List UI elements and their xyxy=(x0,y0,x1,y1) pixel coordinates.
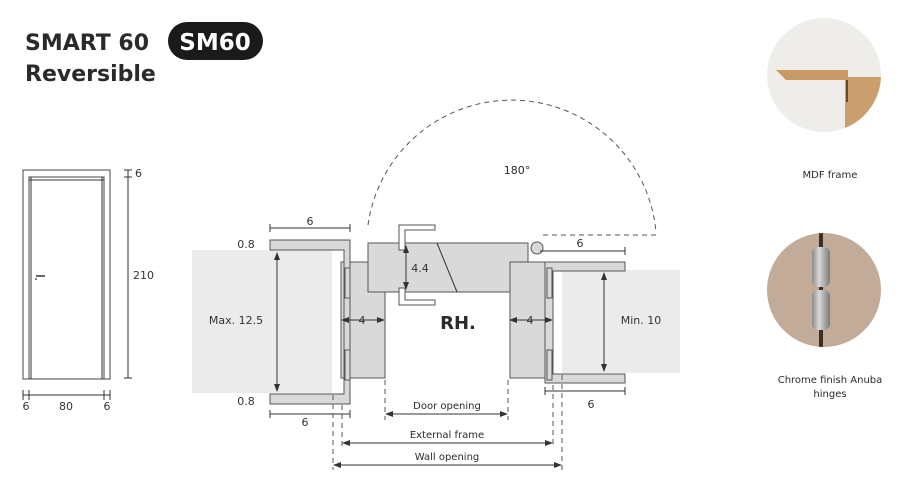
wall-opening-label: Wall opening xyxy=(415,452,480,463)
door-thickness-dim: 4.4 xyxy=(411,262,429,275)
right-jamb-dim: 4 xyxy=(527,314,534,327)
hinges-label-line1: Chrome finish Anuba xyxy=(778,375,883,386)
door-width-dim: 80 xyxy=(59,400,73,413)
right-bottom-dim: 6 xyxy=(588,398,595,411)
left-top-dim: 6 xyxy=(307,215,314,228)
left-frame-dim: 6 xyxy=(23,400,30,413)
left-top-thickness: 0.8 xyxy=(237,238,255,251)
mdf-frame-photo-icon xyxy=(767,18,881,132)
mdf-frame-label: MDF frame xyxy=(803,170,858,181)
left-jamb-dim: 4 xyxy=(359,314,366,327)
frame-cross-section: 180° 6 0.8 0.8 6 Max. 12.5 4 4.4 RH. xyxy=(192,99,680,470)
model-badge-label: SM60 xyxy=(179,30,250,56)
door-elevation: 6 210 6 80 6 xyxy=(22,167,154,413)
header: SMART 60 SM60 Reversible xyxy=(25,22,263,87)
feature-anuba-hinges: Chrome finish Anuba hinges xyxy=(767,233,883,400)
left-bottom-dim: 6 xyxy=(302,416,309,429)
right-top-dim: 6 xyxy=(577,237,584,250)
product-subtitle: Reversible xyxy=(25,62,156,87)
right-wall xyxy=(562,270,680,373)
door-leaf xyxy=(367,224,529,306)
wall-max-dim: Max. 12.5 xyxy=(209,314,263,327)
door-handle-icon xyxy=(35,275,45,280)
hinges-label-line2: hinges xyxy=(813,389,846,400)
model-badge xyxy=(168,22,263,60)
door-height-dim: 210 xyxy=(133,269,154,282)
left-wall xyxy=(192,250,332,393)
top-frame-dim: 6 xyxy=(135,167,142,180)
right-frame-dim: 6 xyxy=(104,400,111,413)
hinge-icon xyxy=(530,241,544,255)
swing-angle-label: 180° xyxy=(504,164,531,177)
anuba-hinge-photo-icon xyxy=(767,233,881,347)
left-bottom-thickness: 0.8 xyxy=(237,395,255,408)
swing-arc xyxy=(367,99,657,233)
product-title: SMART 60 xyxy=(25,31,149,56)
external-frame-label: External frame xyxy=(410,430,484,441)
hand-label: RH. xyxy=(440,313,476,334)
door-opening-label: Door opening xyxy=(413,401,481,412)
feature-mdf-frame: MDF frame xyxy=(767,18,881,181)
wall-min-dim: Min. 10 xyxy=(621,314,662,327)
